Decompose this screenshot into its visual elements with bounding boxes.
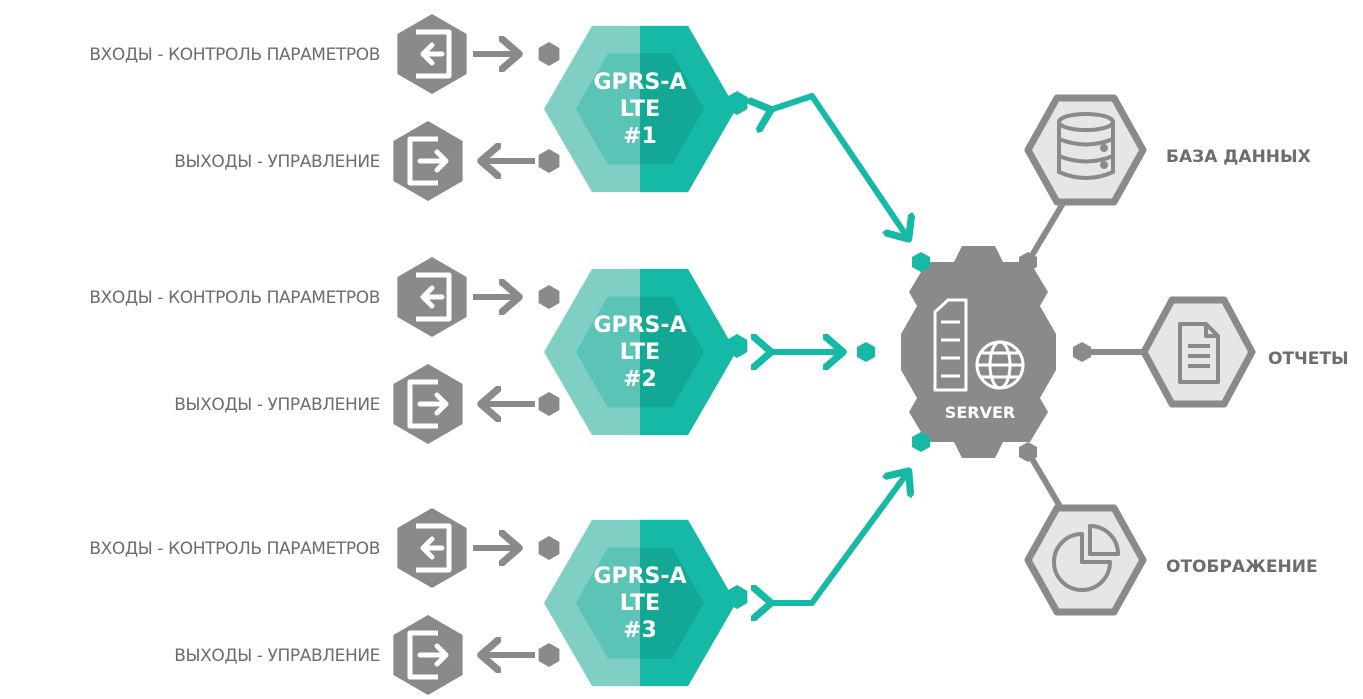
inputs-label: ВХОДЫ - КОНТРОЛЬ ПАРАМЕТРОВ xyxy=(89,45,380,65)
server-node: SERVER xyxy=(857,246,1091,462)
server-globe-icon xyxy=(933,298,1025,392)
sign-out-icon xyxy=(393,121,463,201)
sign-in-icon xyxy=(397,508,467,588)
device-1-server-link xyxy=(770,93,815,110)
device-1-line1: GPRS-A xyxy=(593,70,686,95)
device-port-output xyxy=(538,392,560,416)
document-icon xyxy=(1178,322,1220,384)
output-reports: ОТЧЕТЫ xyxy=(1140,296,1349,408)
device-hex-inner-right xyxy=(640,53,704,165)
server-port-top xyxy=(912,252,930,272)
server-port-left xyxy=(857,342,875,362)
database-label: БАЗА ДАННЫХ xyxy=(1166,147,1311,167)
device-1-server-link-diag xyxy=(809,93,908,238)
device-hex-inner-left xyxy=(576,296,640,408)
device-hex-inner-right xyxy=(640,547,704,659)
outputs-label: ВЫХОДЫ - УПРАВЛЕНИЕ xyxy=(174,395,380,415)
server-database-link xyxy=(1025,193,1071,264)
device-port-output xyxy=(538,149,560,173)
device-3-line2: LTE xyxy=(620,591,660,616)
device-3-line3: #3 xyxy=(623,618,657,643)
device-2-line1: GPRS-A xyxy=(593,313,686,338)
outputs-label: ВЫХОДЫ - УПРАВЛЕНИЕ xyxy=(174,152,380,172)
reports-hex xyxy=(1140,296,1256,408)
output-database: БАЗА ДАННЫХ xyxy=(1024,94,1311,206)
device-port-server xyxy=(726,91,748,115)
device-hex-inner-left xyxy=(576,547,640,659)
pie-chart-icon xyxy=(1052,524,1120,592)
device-port-server xyxy=(726,334,748,358)
device-1-line2: LTE xyxy=(620,97,660,122)
device-port-input xyxy=(538,42,560,66)
server-port-bottom xyxy=(912,432,930,452)
sign-in-icon xyxy=(397,14,467,94)
inputs-label: ВХОДЫ - КОНТРОЛЬ ПАРАМЕТРОВ xyxy=(89,539,380,559)
reports-label: ОТЧЕТЫ xyxy=(1268,349,1349,369)
device-hex-inner-right xyxy=(640,296,704,408)
device-port-input xyxy=(538,285,560,309)
device-2-line3: #2 xyxy=(623,367,657,392)
connection-lines xyxy=(770,93,1148,606)
device-port-server xyxy=(726,585,748,609)
outputs-label: ВЫХОДЫ - УПРАВЛЕНИЕ xyxy=(174,646,380,666)
device-3-line1: GPRS-A xyxy=(593,564,686,589)
device-2-line2: LTE xyxy=(620,340,660,365)
device-3-server-link-diag xyxy=(809,472,908,606)
sign-in-icon xyxy=(397,257,467,337)
device-hex-inner-left xyxy=(576,53,640,165)
device-port-output xyxy=(538,643,560,667)
display-label: ОТОБРАЖЕНИЕ xyxy=(1166,557,1318,577)
output-display: ОТОБРАЖЕНИЕ xyxy=(1024,504,1318,616)
database-icon xyxy=(1057,112,1115,180)
device-1-line3: #1 xyxy=(623,124,657,149)
sign-out-icon xyxy=(393,615,463,695)
server-port-display xyxy=(1019,442,1037,462)
device-port-input xyxy=(538,536,560,560)
server-port-reports xyxy=(1073,342,1091,362)
inputs-label: ВХОДЫ - КОНТРОЛЬ ПАРАМЕТРОВ xyxy=(89,288,380,308)
server-gear-shape xyxy=(901,246,1056,458)
server-port-db xyxy=(1019,252,1037,272)
server-label: SERVER xyxy=(945,403,1015,422)
sign-out-icon xyxy=(393,364,463,444)
